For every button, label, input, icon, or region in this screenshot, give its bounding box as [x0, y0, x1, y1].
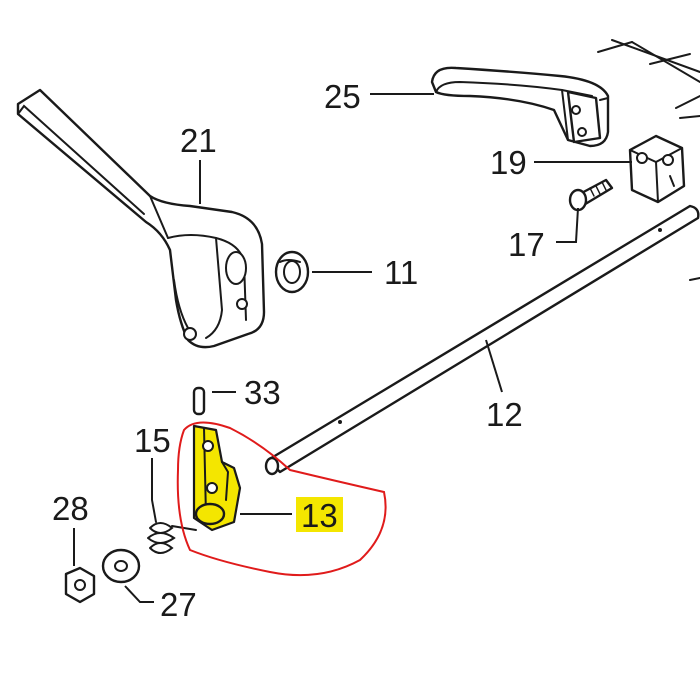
- callout-27: 27: [160, 586, 197, 623]
- callout-12: 12: [486, 396, 523, 433]
- part-12-shaft: [264, 204, 700, 476]
- callout-28: 28: [52, 490, 89, 527]
- callout-25: 25: [324, 78, 361, 115]
- callout-11: 11: [384, 254, 419, 291]
- part-17-bolt: [568, 178, 614, 212]
- callout-21: 21: [180, 122, 217, 159]
- part-25-bracket: [430, 66, 610, 148]
- callout-19: 19: [490, 144, 527, 181]
- callout-13-highlighted: 13: [296, 497, 343, 532]
- part-28-nut: [64, 566, 96, 604]
- callout-33: 33: [244, 374, 281, 411]
- leader-17: [556, 207, 579, 243]
- frame-corner: [597, 39, 700, 281]
- part-15-spring: [147, 499, 197, 554]
- part-11-bushing: [274, 250, 310, 294]
- part-27-washer: [101, 548, 141, 584]
- part-13-plate: [192, 424, 242, 532]
- highlight-outline: [176, 421, 387, 577]
- callout-17: 17: [508, 226, 545, 263]
- part-21-lever: [16, 88, 266, 349]
- leader-12: [485, 339, 503, 393]
- leader-lines: [73, 93, 632, 603]
- part-19-block: [628, 134, 686, 204]
- callout-15: 15: [134, 422, 171, 459]
- leader-27: [124, 585, 154, 603]
- part-33-pin: [192, 386, 206, 416]
